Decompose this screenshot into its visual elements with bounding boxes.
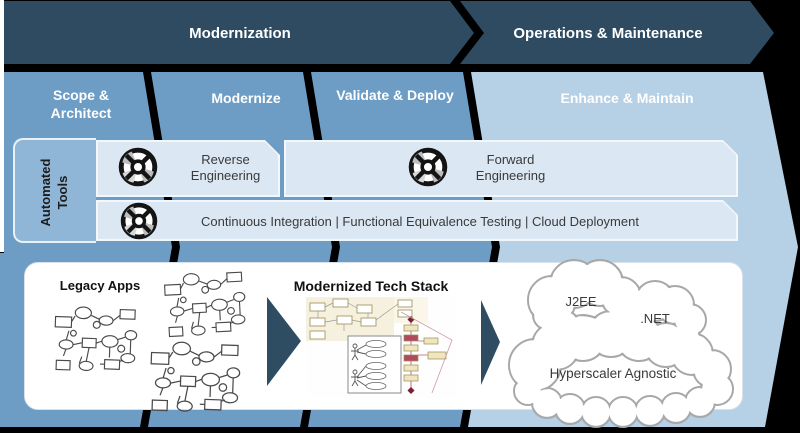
cloud-hyperscaler-label: Hyperscaler Agnostic [549, 366, 677, 381]
legacy-apps-label: Legacy Apps [59, 278, 141, 293]
reverse-engineering-label: Reverse Engineering [190, 152, 261, 184]
phase-modernize-label: Modernize [211, 90, 281, 106]
pipeline-label: Continuous Integration | Functional Equi… [201, 214, 639, 229]
modernized-tech-stack-label: Modernized Tech Stack [293, 278, 449, 294]
phase-validate-deploy-label: Validate & Deploy [336, 87, 454, 103]
automated-tools-sidebar: Automated Tools [13, 138, 96, 243]
cloud-j2ee-label: J2EE [565, 294, 597, 309]
banner-modernization-label: Modernization [189, 25, 291, 42]
phase-scope-architect-label: Scope & Architect [50, 87, 112, 122]
banner-operations-label: Operations & Maintenance [513, 25, 703, 42]
cloud-dotnet-label: .NET [640, 311, 670, 326]
left-margin [0, 0, 4, 252]
automated-tools-label: Automated Tools [37, 158, 70, 227]
phase-enhance-maintain-label: Enhance & Maintain [560, 90, 694, 106]
forward-engineering-label: Forward Engineering [475, 152, 546, 184]
